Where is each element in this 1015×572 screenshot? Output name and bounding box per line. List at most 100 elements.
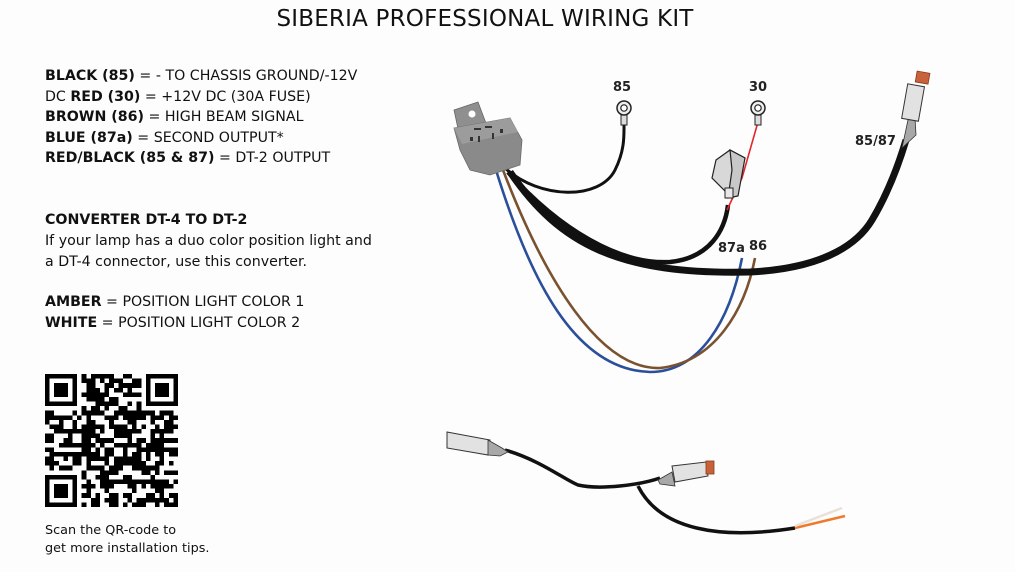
qr-module bbox=[95, 392, 101, 397]
qr-module bbox=[159, 410, 165, 416]
qr-module bbox=[136, 497, 142, 503]
qr-module bbox=[86, 438, 91, 443]
qr-module bbox=[81, 493, 87, 498]
qr-module bbox=[109, 438, 114, 443]
legend-row-blue: BLUE (87a) = SECOND OUTPUT* bbox=[45, 128, 357, 149]
qr-module bbox=[90, 387, 96, 393]
qr-module bbox=[168, 410, 174, 416]
qr-module bbox=[54, 415, 59, 420]
qr-module bbox=[95, 456, 101, 462]
qr-module bbox=[90, 419, 96, 425]
qr-module bbox=[145, 465, 151, 471]
converter-text-line2: a DT-4 connector, use this converter. bbox=[45, 254, 308, 270]
qr-module bbox=[168, 502, 174, 507]
qr-module bbox=[122, 429, 128, 434]
qr-module bbox=[45, 433, 50, 439]
qr-module bbox=[104, 484, 110, 489]
qr-module bbox=[159, 442, 165, 448]
qr-module bbox=[86, 447, 91, 452]
qr-module bbox=[104, 374, 110, 379]
qr-module bbox=[100, 470, 105, 475]
qr-module bbox=[168, 419, 174, 425]
qr-module bbox=[136, 415, 142, 420]
qr-module bbox=[132, 392, 137, 397]
qr-module bbox=[113, 433, 119, 439]
qr-module bbox=[86, 424, 91, 430]
qr-module bbox=[49, 447, 55, 452]
qr-module bbox=[104, 401, 110, 407]
qr-module bbox=[63, 438, 68, 443]
qr-module bbox=[132, 488, 137, 494]
qr-module bbox=[168, 461, 174, 466]
qr-module bbox=[127, 493, 133, 498]
qr-module bbox=[127, 392, 133, 397]
qr-module bbox=[150, 484, 156, 489]
qr-module bbox=[81, 406, 87, 411]
qr-module bbox=[173, 497, 178, 503]
qr-module bbox=[58, 419, 64, 425]
legend-color: BLACK (85) bbox=[45, 68, 135, 84]
qr-module bbox=[77, 415, 82, 420]
qr-module bbox=[95, 424, 101, 430]
qr-code-icon[interactable] bbox=[45, 374, 178, 507]
wire-white bbox=[794, 506, 843, 528]
qr-module bbox=[159, 484, 165, 489]
qr-module bbox=[81, 442, 87, 448]
qr-module bbox=[132, 451, 137, 457]
qr-module bbox=[77, 461, 82, 466]
qr-module bbox=[63, 415, 68, 420]
legend-desc: = DT-2 OUTPUT bbox=[214, 150, 331, 166]
qr-module bbox=[100, 484, 105, 489]
qr-module bbox=[122, 410, 128, 416]
converter-white-row: WHITE = POSITION LIGHT COLOR 2 bbox=[45, 313, 372, 334]
qr-module bbox=[54, 461, 59, 466]
qr-module bbox=[86, 484, 91, 489]
qr-module bbox=[136, 465, 142, 471]
qr-module bbox=[90, 410, 96, 416]
qr-module bbox=[164, 502, 169, 507]
qr-module bbox=[113, 387, 119, 393]
legend-row-red: DC RED (30) = +12V DC (30A FUSE) bbox=[45, 87, 357, 108]
wire-brown-86 bbox=[501, 169, 757, 370]
qr-module bbox=[122, 461, 128, 466]
qr-module bbox=[113, 479, 119, 485]
qr-module bbox=[77, 442, 82, 448]
qr-module bbox=[145, 447, 151, 452]
qr-module bbox=[168, 424, 174, 430]
qr-module bbox=[45, 410, 50, 416]
qr-module bbox=[58, 465, 64, 471]
qr-module bbox=[90, 433, 96, 439]
qr-module bbox=[164, 438, 169, 443]
qr-module bbox=[118, 429, 123, 434]
qr-module bbox=[173, 451, 178, 457]
ring-terminal-85-icon bbox=[616, 100, 632, 126]
qr-module bbox=[136, 378, 142, 384]
qr-module bbox=[168, 447, 174, 452]
qr-module bbox=[86, 419, 91, 425]
qr-module bbox=[136, 392, 142, 397]
qr-module bbox=[159, 447, 165, 452]
qr-module bbox=[150, 493, 156, 498]
qr-module bbox=[81, 429, 87, 434]
qr-module bbox=[164, 484, 169, 489]
wire-legend: BLACK (85) = - TO CHASSIS GROUND/-12V DC… bbox=[45, 66, 357, 169]
qr-module bbox=[86, 433, 91, 439]
qr-module bbox=[113, 415, 119, 420]
qr-module bbox=[127, 438, 133, 443]
qr-module bbox=[127, 401, 133, 407]
qr-module bbox=[72, 410, 78, 416]
qr-module bbox=[127, 461, 133, 466]
qr-module bbox=[86, 415, 91, 420]
qr-module bbox=[81, 438, 87, 443]
converter-section: CONVERTER DT-4 TO DT-2 If your lamp has … bbox=[45, 210, 372, 334]
qr-module bbox=[122, 424, 128, 430]
qr-module bbox=[67, 465, 73, 471]
legend-color: BLUE (87a) bbox=[45, 129, 133, 146]
qr-module bbox=[49, 451, 55, 457]
qr-module bbox=[77, 456, 82, 462]
qr-module bbox=[77, 451, 82, 457]
qr-module bbox=[45, 447, 50, 452]
qr-module bbox=[90, 442, 96, 448]
qr-module bbox=[63, 442, 68, 448]
qr-module bbox=[136, 456, 142, 462]
